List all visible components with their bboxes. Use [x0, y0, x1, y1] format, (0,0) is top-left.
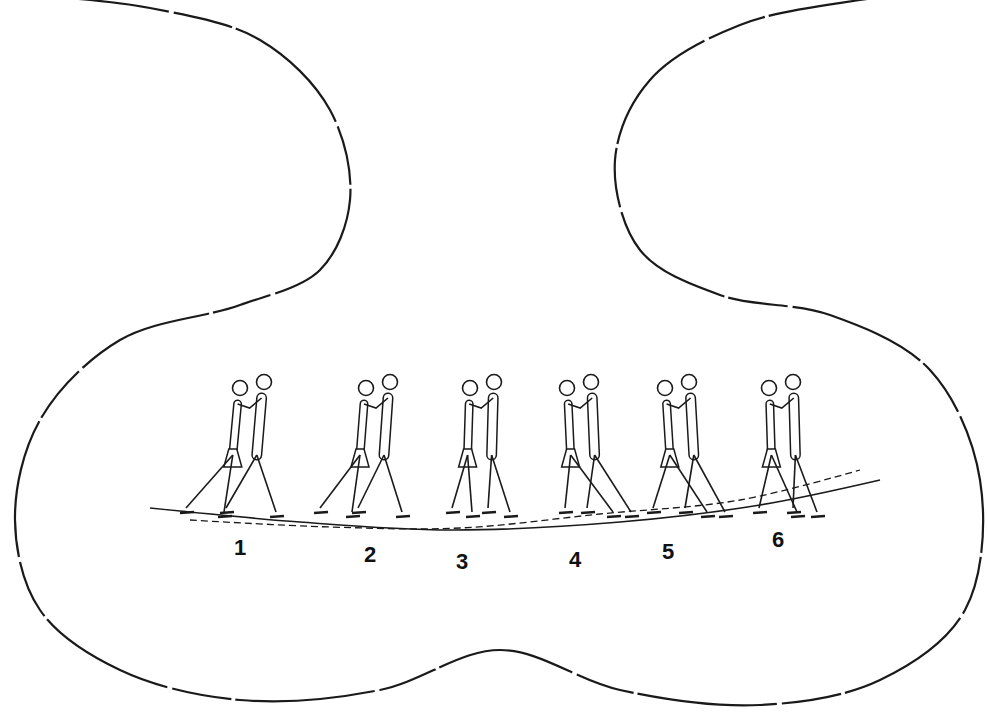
- callout-number: 6: [772, 527, 784, 553]
- tracing-line: [150, 480, 880, 530]
- callout-number: 4: [569, 547, 581, 573]
- skating-couple: [647, 375, 733, 518]
- tracing-line: [190, 470, 860, 529]
- pattern-outline: [15, 0, 983, 705]
- skating-couple: [314, 375, 410, 518]
- callout-number: 2: [364, 542, 376, 568]
- callout-number: 5: [662, 539, 674, 565]
- skating-couple: [753, 375, 825, 518]
- skating-couple: [180, 375, 284, 518]
- skating-couple: [446, 375, 518, 518]
- skating-couple: [559, 375, 639, 518]
- callout-number: 3: [456, 549, 468, 575]
- callout-number: 1: [234, 535, 246, 561]
